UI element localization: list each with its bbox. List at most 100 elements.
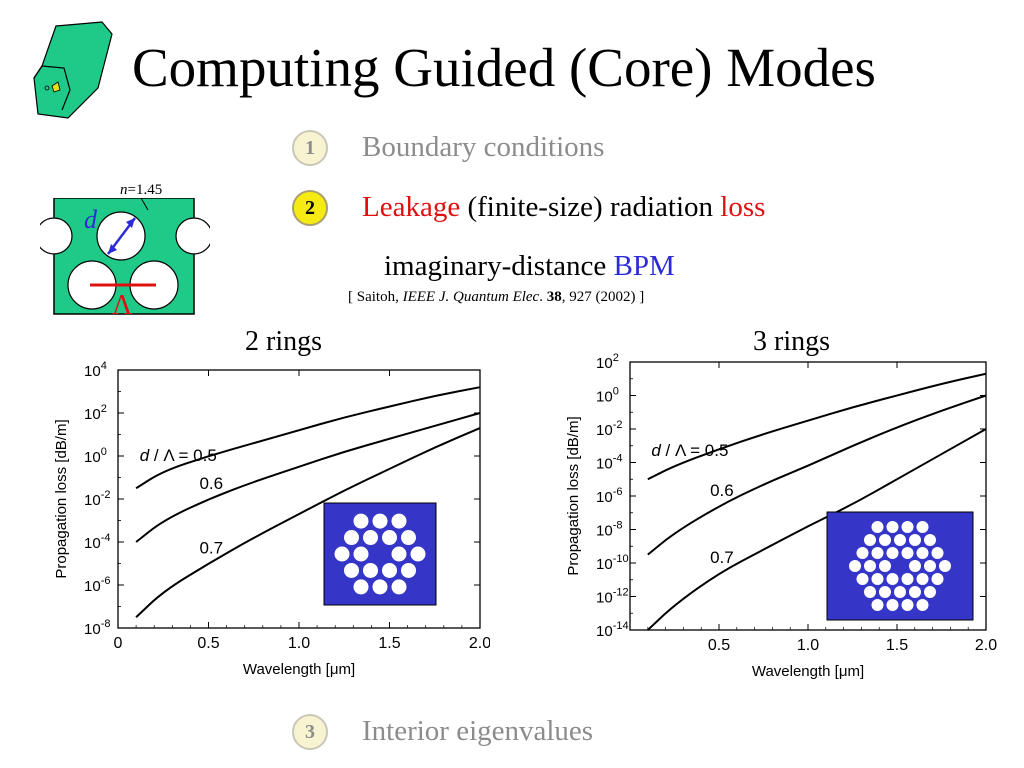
inset-air-hole xyxy=(864,560,876,572)
inset-air-hole xyxy=(916,547,929,560)
step-3-number: 3 xyxy=(305,720,315,743)
series-line-d0.5 xyxy=(135,386,481,490)
y-tick-label: 10-4 xyxy=(596,453,622,473)
fiber-logo-icon xyxy=(33,21,113,119)
series-line-d0.5 xyxy=(647,372,987,481)
inset-air-hole xyxy=(391,513,407,529)
inset-air-hole xyxy=(856,572,869,585)
chart-3-rings: 10-1410-1210-1010-810-610-410-21001020.5… xyxy=(565,352,997,680)
citation-dot: . xyxy=(539,289,547,305)
inset-air-hole xyxy=(916,598,929,611)
inset-air-hole xyxy=(871,521,884,534)
inset-air-hole xyxy=(864,534,876,547)
inset-air-hole xyxy=(939,560,951,572)
y-tick-label: 10-8 xyxy=(84,618,110,638)
series-label-0.7: 0.7 xyxy=(710,548,734,567)
step-1-number: 1 xyxy=(305,136,315,159)
chart-2-panel-label: 3 rings xyxy=(753,326,830,357)
citation-open: [ Saitoh, xyxy=(348,289,403,305)
x-tick-label: 0.5 xyxy=(708,637,730,654)
inset-air-hole xyxy=(909,560,921,572)
inset-air-hole xyxy=(334,546,350,562)
inset-air-hole xyxy=(886,572,899,585)
series-label-0.7: 0.7 xyxy=(199,539,223,558)
inset-air-hole xyxy=(382,530,397,546)
y-tick-label: 10-8 xyxy=(596,520,622,540)
inset-air-hole xyxy=(886,521,899,534)
x-axis-label: Wavelength [μm] xyxy=(243,661,355,678)
x-tick-label: 0 xyxy=(114,635,123,652)
pitch-label: Λ xyxy=(112,290,133,318)
y-tick-label: 10-2 xyxy=(84,489,110,509)
citation-journal: IEEE J. Quantum Elec xyxy=(402,289,540,305)
y-axis-label: Propagation loss [dB/m] xyxy=(53,419,70,578)
x-tick-label: 2.0 xyxy=(975,637,997,654)
citation: [ Saitoh, IEEE J. Quantum Elec. 38, 927 … xyxy=(348,290,644,305)
series-line-0.6 xyxy=(647,394,987,556)
series-label-0.5: d / Λ = 0.5 xyxy=(140,446,217,465)
inset-air-hole xyxy=(871,572,884,585)
index-pointer-line xyxy=(140,197,149,211)
step-2-badge: 2 xyxy=(292,190,328,226)
inset-air-hole xyxy=(901,521,914,534)
series-label-0.6: 0.6 xyxy=(710,481,734,500)
x-tick-label: 1.5 xyxy=(378,635,400,652)
y-tick-label: 10-12 xyxy=(596,587,629,607)
citation-volume: 38 xyxy=(546,289,562,305)
inset-air-hole xyxy=(372,579,388,595)
inset-air-hole xyxy=(871,598,884,611)
inset-air-hole xyxy=(931,572,944,585)
inset-air-hole xyxy=(924,560,936,572)
inset-air-hole xyxy=(916,572,929,585)
inset-air-hole xyxy=(901,572,914,585)
series-line-0.6 xyxy=(135,412,481,543)
inset-air-hole xyxy=(886,598,899,611)
series-label-0.6: 0.6 xyxy=(199,474,223,493)
step-2-middle: (finite-size) radiation xyxy=(460,191,721,223)
x-tick-label: 1.0 xyxy=(797,637,819,654)
x-tick-label: 1.5 xyxy=(886,637,908,654)
step-2-text: Leakage (finite-size) radiation loss xyxy=(362,193,765,222)
step-1-badge: 1 xyxy=(292,130,328,166)
y-tick-label: 104 xyxy=(84,360,107,380)
series-line-0.7 xyxy=(135,427,481,618)
step-2-number: 2 xyxy=(305,196,315,219)
inset-air-hole xyxy=(344,562,359,578)
index-label: n=1.45 xyxy=(120,182,162,198)
slide-title: Computing Guided (Core) Modes xyxy=(132,37,876,98)
y-tick-label: 102 xyxy=(84,403,107,423)
fiber-cross-section-diagram: d Λ n=1.45 xyxy=(40,182,210,318)
step-2-leakage: Leakage xyxy=(362,191,461,223)
diagram-hole-left xyxy=(40,217,73,255)
y-tick-label: 10-6 xyxy=(84,575,110,595)
index-label-n: n xyxy=(120,182,128,198)
inset-air-hole xyxy=(856,547,869,560)
inset-air-hole xyxy=(410,546,426,562)
inset-air-hole xyxy=(372,513,388,529)
y-tick-label: 100 xyxy=(84,446,107,466)
inset-air-hole xyxy=(344,530,359,546)
inset-air-hole xyxy=(849,560,861,572)
inset-air-hole xyxy=(391,579,407,595)
step-2-loss: loss xyxy=(720,191,766,223)
inset-air-hole xyxy=(879,585,891,598)
inset-air-hole xyxy=(382,562,397,578)
method-line: imaginary-distance BPM xyxy=(384,252,675,281)
inset-air-hole xyxy=(363,530,378,546)
step-1-text: Boundary conditions xyxy=(362,131,605,163)
inset-air-hole xyxy=(901,547,914,560)
inset-air-hole xyxy=(879,560,891,572)
series-label-0.5: d / Λ = 0.5 xyxy=(651,441,728,460)
inset-air-hole xyxy=(401,530,416,546)
y-tick-label: 10-14 xyxy=(596,620,629,640)
inset-air-hole xyxy=(401,562,416,578)
x-tick-label: 1.0 xyxy=(288,635,310,652)
inset-air-hole xyxy=(353,513,369,529)
diagram-hole-right xyxy=(175,217,210,255)
step-3-badge: 3 xyxy=(292,714,328,750)
inset-air-hole xyxy=(886,547,899,560)
inset-air-hole xyxy=(894,585,906,598)
inset-air-hole xyxy=(924,534,936,547)
inset-air-hole xyxy=(353,546,369,562)
